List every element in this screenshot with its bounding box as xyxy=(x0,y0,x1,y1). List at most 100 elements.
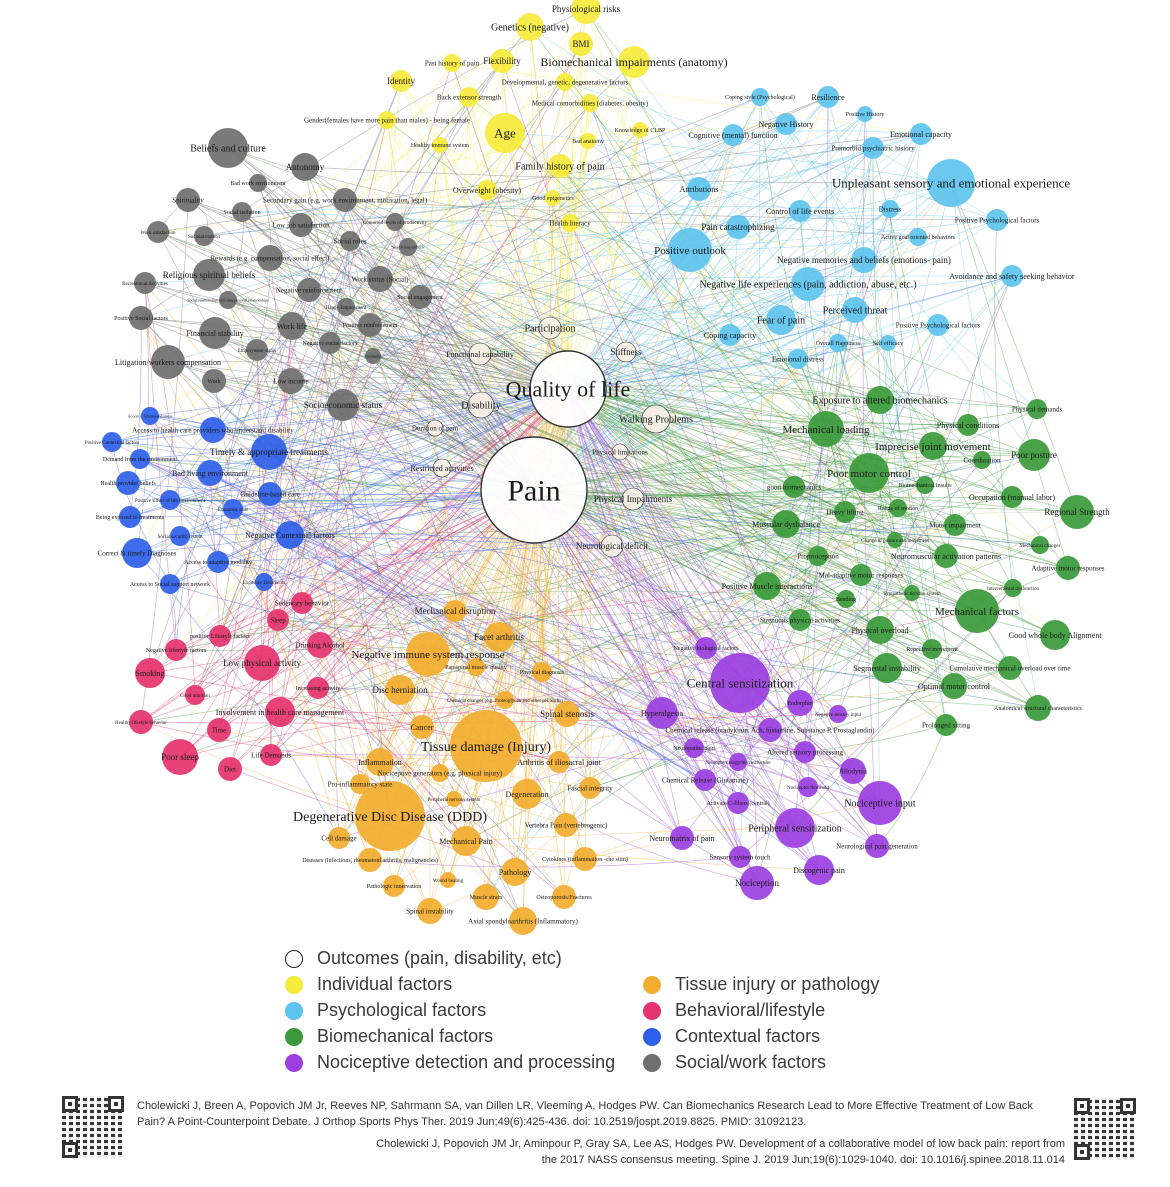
node-label: Heavy lifting xyxy=(826,508,864,516)
edge xyxy=(501,60,569,390)
edge xyxy=(217,524,956,563)
node-circle xyxy=(417,898,443,924)
node-nociceptive xyxy=(729,753,747,771)
edge xyxy=(681,459,983,839)
node-circle xyxy=(766,305,796,335)
edge xyxy=(529,26,801,212)
node-label: Degeneration xyxy=(505,790,548,799)
node-contextual xyxy=(258,482,282,506)
node-circle xyxy=(804,855,834,885)
edge xyxy=(541,585,768,673)
node-label: Coping style (Psychological) xyxy=(725,94,795,101)
edge xyxy=(567,388,881,804)
node-circle xyxy=(444,600,466,622)
node-circle xyxy=(385,675,415,705)
edge xyxy=(480,222,571,406)
node-nociceptive xyxy=(710,653,770,713)
node-circle xyxy=(129,710,153,734)
edge xyxy=(290,182,952,382)
node-social xyxy=(278,368,304,394)
edge xyxy=(567,388,839,715)
node-outcome xyxy=(538,316,562,340)
node-label: Facet arthritis xyxy=(474,632,524,642)
edge xyxy=(227,299,1056,636)
node-label: Anatomical structural characteristics xyxy=(994,706,1083,712)
node-label: Physical diagnosis xyxy=(520,670,565,676)
edge xyxy=(737,259,865,804)
edge xyxy=(569,222,854,772)
edge xyxy=(277,388,569,621)
node-circle xyxy=(556,73,574,91)
edge xyxy=(277,619,955,687)
edge xyxy=(498,636,741,684)
node-label: Negative Contextual factors xyxy=(245,531,335,540)
node-label: Emotional capacity xyxy=(890,130,952,139)
node-label: Chemical changes (e.g. Proteoglycan and … xyxy=(447,699,564,704)
node-circle xyxy=(278,368,304,394)
edge xyxy=(179,535,771,731)
node-biomechanical xyxy=(919,432,947,460)
edge xyxy=(345,306,799,360)
edge xyxy=(218,729,567,826)
edge xyxy=(889,208,913,594)
node-label: Neuropathic pain xyxy=(673,746,714,752)
citation-second: Cholewicki J, Popovich JM Jr, Aminpour P… xyxy=(376,1138,1065,1166)
node-circle xyxy=(249,174,267,192)
edge xyxy=(737,667,1011,763)
node-circle xyxy=(276,521,304,549)
edge xyxy=(465,840,820,871)
node-label: Medical comorbidities (diabetes, obesity… xyxy=(532,99,649,107)
edge xyxy=(304,166,535,491)
node-label: Physical Impairments xyxy=(594,494,673,504)
edge xyxy=(533,123,787,491)
qr-code-left[interactable] xyxy=(62,1096,124,1158)
node-circle xyxy=(569,32,593,56)
node-biomechanical xyxy=(850,564,872,586)
edge xyxy=(127,482,535,495)
qr-code-right[interactable] xyxy=(1074,1098,1136,1160)
node-label: Poor posture xyxy=(1011,450,1057,460)
edge xyxy=(269,493,449,881)
edge xyxy=(263,129,641,583)
node-label: Cell damage xyxy=(321,834,356,842)
edge xyxy=(140,610,456,723)
node-label: Mechanical factors xyxy=(935,606,1019,618)
edge xyxy=(693,747,854,772)
edge xyxy=(567,388,934,447)
edge xyxy=(379,119,393,280)
edge xyxy=(127,388,569,484)
node-tissue xyxy=(579,777,601,799)
node-label: Sensory system touch xyxy=(709,853,771,861)
node-behavioral xyxy=(291,592,313,614)
edge xyxy=(256,349,569,390)
node-label: Tissue damage (Injury) xyxy=(421,740,551,755)
node-circle xyxy=(350,774,370,794)
edge xyxy=(149,415,683,839)
edge xyxy=(218,418,657,731)
edge xyxy=(218,289,310,731)
edge xyxy=(567,388,978,612)
edge xyxy=(737,399,881,763)
node-label: Imprecise joint movement xyxy=(875,441,990,453)
edge xyxy=(169,388,569,501)
node-circle xyxy=(1060,495,1094,529)
edge xyxy=(394,221,819,557)
node-nociceptive xyxy=(775,808,815,848)
node-circle xyxy=(480,436,588,544)
node-psychological xyxy=(862,137,884,159)
edge xyxy=(835,342,862,576)
node-circle xyxy=(851,247,877,273)
node-behavioral xyxy=(185,685,205,705)
node-label: Disability xyxy=(461,401,500,412)
node-circle xyxy=(291,592,313,614)
node-contextual xyxy=(197,460,223,486)
edge xyxy=(277,619,506,701)
node-label: Socioeconomic status xyxy=(304,400,383,410)
edge xyxy=(140,199,189,723)
node-circle xyxy=(919,432,947,460)
node-contextual xyxy=(119,506,141,528)
node-label: Beliefs and culture xyxy=(190,144,266,155)
node-circle xyxy=(484,622,514,652)
node-label: Positive Psychological factors xyxy=(955,216,1040,224)
edge xyxy=(269,240,351,495)
